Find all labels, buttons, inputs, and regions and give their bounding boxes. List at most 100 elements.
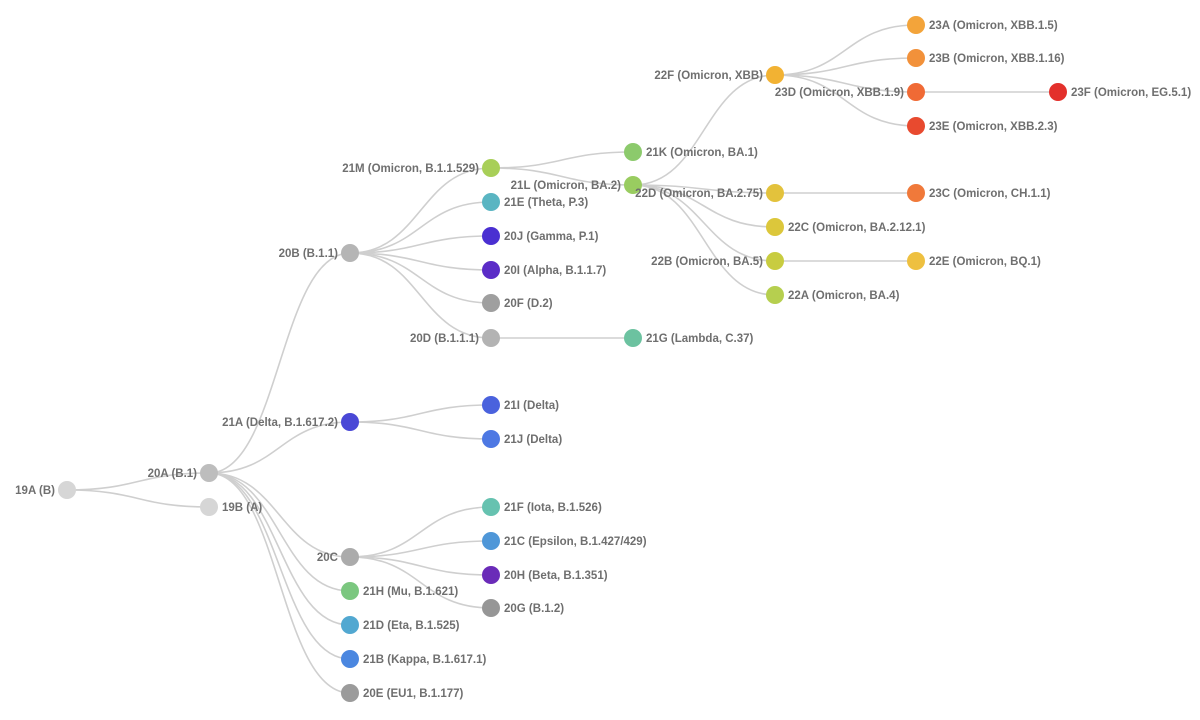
- clade-label: 21I (Delta): [504, 400, 559, 412]
- clade-node-21G[interactable]: 21G (Lambda, C.37): [624, 329, 754, 347]
- clade-dot[interactable]: [766, 66, 784, 84]
- clade-dot[interactable]: [341, 548, 359, 566]
- clade-dot[interactable]: [341, 616, 359, 634]
- clade-node-20H[interactable]: 20H (Beta, B.1.351): [482, 566, 608, 584]
- clade-node-21B[interactable]: 21B (Kappa, B.1.617.1): [341, 650, 487, 668]
- clade-label: 19B (A): [222, 502, 262, 514]
- link-20B-21E: [349, 201, 492, 254]
- clade-label: 20J (Gamma, P.1): [504, 231, 599, 243]
- clade-node-23E[interactable]: 23E (Omicron, XBB.2.3): [907, 117, 1058, 135]
- clade-dot[interactable]: [482, 193, 500, 211]
- link-20B-20D: [349, 252, 492, 339]
- clade-node-20C[interactable]: 20C: [317, 548, 359, 566]
- clade-node-20A[interactable]: 20A (B.1): [148, 464, 218, 482]
- clade-dot[interactable]: [482, 430, 500, 448]
- clade-label: 22C (Omicron, BA.2.12.1): [788, 222, 926, 234]
- clade-node-21E[interactable]: 21E (Theta, P.3): [482, 193, 588, 211]
- clade-dot[interactable]: [341, 582, 359, 600]
- clade-node-20B[interactable]: 20B (B.1.1): [279, 244, 359, 262]
- link-19A-19B: [66, 489, 210, 508]
- clade-dot[interactable]: [482, 294, 500, 312]
- clade-dot[interactable]: [624, 329, 642, 347]
- clade-node-19A[interactable]: 19A (B): [15, 481, 76, 499]
- clade-node-22B[interactable]: 22B (Omicron, BA.5): [651, 252, 784, 270]
- clade-node-19B[interactable]: 19B (A): [200, 498, 262, 516]
- clade-dot[interactable]: [766, 184, 784, 202]
- link-21L-22D: [632, 184, 776, 194]
- clade-dot[interactable]: [624, 176, 642, 194]
- clade-dot[interactable]: [1049, 83, 1067, 101]
- clade-node-21J[interactable]: 21J (Delta): [482, 430, 562, 448]
- clade-node-22F[interactable]: 22F (Omicron, XBB): [654, 66, 784, 84]
- clade-node-21M[interactable]: 21M (Omicron, B.1.1.529): [342, 159, 500, 177]
- clade-dot[interactable]: [482, 227, 500, 245]
- clade-node-21C[interactable]: 21C (Epsilon, B.1.427/429): [482, 532, 647, 550]
- clade-dot[interactable]: [907, 184, 925, 202]
- clade-node-23F[interactable]: 23F (Omicron, EG.5.1): [1049, 83, 1191, 101]
- link-20A-20C: [208, 472, 351, 558]
- clade-node-21H[interactable]: 21H (Mu, B.1.621): [341, 582, 458, 600]
- clade-label: 20B (B.1.1): [279, 248, 339, 260]
- clade-node-21L[interactable]: 21L (Omicron, BA.2): [511, 176, 642, 194]
- clade-dot[interactable]: [482, 532, 500, 550]
- clade-dot[interactable]: [624, 143, 642, 161]
- clade-node-23C[interactable]: 23C (Omicron, CH.1.1): [907, 184, 1051, 202]
- clade-node-23B[interactable]: 23B (Omicron, XBB.1.16): [907, 49, 1065, 67]
- clade-dot[interactable]: [766, 286, 784, 304]
- link-20B-21M: [349, 167, 492, 254]
- clade-dot[interactable]: [482, 329, 500, 347]
- clade-node-20F[interactable]: 20F (D.2): [482, 294, 553, 312]
- clade-node-20D[interactable]: 20D (B.1.1.1): [410, 329, 500, 347]
- clade-dot[interactable]: [341, 413, 359, 431]
- clade-label: 20H (Beta, B.1.351): [504, 570, 608, 582]
- link-20C-21C: [349, 540, 492, 558]
- clade-dot[interactable]: [482, 566, 500, 584]
- clade-dot[interactable]: [58, 481, 76, 499]
- clade-label: 20I (Alpha, B.1.1.7): [504, 265, 606, 277]
- clade-dot[interactable]: [341, 650, 359, 668]
- link-22F-23E: [774, 74, 917, 127]
- clade-node-20J[interactable]: 20J (Gamma, P.1): [482, 227, 599, 245]
- clade-node-23D[interactable]: 23D (Omicron, XBB.1.9): [775, 83, 925, 101]
- clade-dot[interactable]: [907, 252, 925, 270]
- clade-dot[interactable]: [907, 117, 925, 135]
- link-21A-21J: [349, 421, 492, 440]
- clade-dot[interactable]: [341, 684, 359, 702]
- clade-dot[interactable]: [482, 498, 500, 516]
- clade-label: 21H (Mu, B.1.621): [363, 586, 458, 598]
- clade-label: 23F (Omicron, EG.5.1): [1071, 87, 1191, 99]
- clade-label: 22F (Omicron, XBB): [654, 70, 763, 82]
- clade-node-22E[interactable]: 22E (Omicron, BQ.1): [907, 252, 1041, 270]
- clade-dot[interactable]: [482, 159, 500, 177]
- clade-node-21D[interactable]: 21D (Eta, B.1.525): [341, 616, 460, 634]
- clade-dot[interactable]: [907, 49, 925, 67]
- clade-dot[interactable]: [907, 16, 925, 34]
- clade-dot[interactable]: [482, 396, 500, 414]
- clade-dot[interactable]: [907, 83, 925, 101]
- link-21A-21I: [349, 404, 492, 423]
- clade-node-20E[interactable]: 20E (EU1, B.1.177): [341, 684, 464, 702]
- clade-node-20G[interactable]: 20G (B.1.2): [482, 599, 564, 617]
- clade-node-22A[interactable]: 22A (Omicron, BA.4): [766, 286, 900, 304]
- clade-node-20I[interactable]: 20I (Alpha, B.1.1.7): [482, 261, 606, 279]
- clade-node-21K[interactable]: 21K (Omicron, BA.1): [624, 143, 758, 161]
- clade-node-22D[interactable]: 22D (Omicron, BA.2.75): [635, 184, 784, 202]
- link-21L-22F: [632, 74, 776, 186]
- clade-dot[interactable]: [200, 464, 218, 482]
- clade-node-23A[interactable]: 23A (Omicron, XBB.1.5): [907, 16, 1058, 34]
- link-20B-20J: [349, 235, 492, 254]
- clade-label: 21M (Omicron, B.1.1.529): [342, 163, 479, 175]
- clade-dot[interactable]: [766, 218, 784, 236]
- clade-node-21F[interactable]: 21F (Iota, B.1.526): [482, 498, 602, 516]
- clade-node-22C[interactable]: 22C (Omicron, BA.2.12.1): [766, 218, 926, 236]
- clade-dot[interactable]: [766, 252, 784, 270]
- clade-node-21I[interactable]: 21I (Delta): [482, 396, 559, 414]
- clade-label: 21E (Theta, P.3): [504, 197, 588, 209]
- clade-label: 21K (Omicron, BA.1): [646, 147, 758, 159]
- clade-dot[interactable]: [482, 599, 500, 617]
- clade-node-21A[interactable]: 21A (Delta, B.1.617.2): [222, 413, 359, 431]
- clade-dot[interactable]: [482, 261, 500, 279]
- clade-dot[interactable]: [341, 244, 359, 262]
- clade-dot[interactable]: [200, 498, 218, 516]
